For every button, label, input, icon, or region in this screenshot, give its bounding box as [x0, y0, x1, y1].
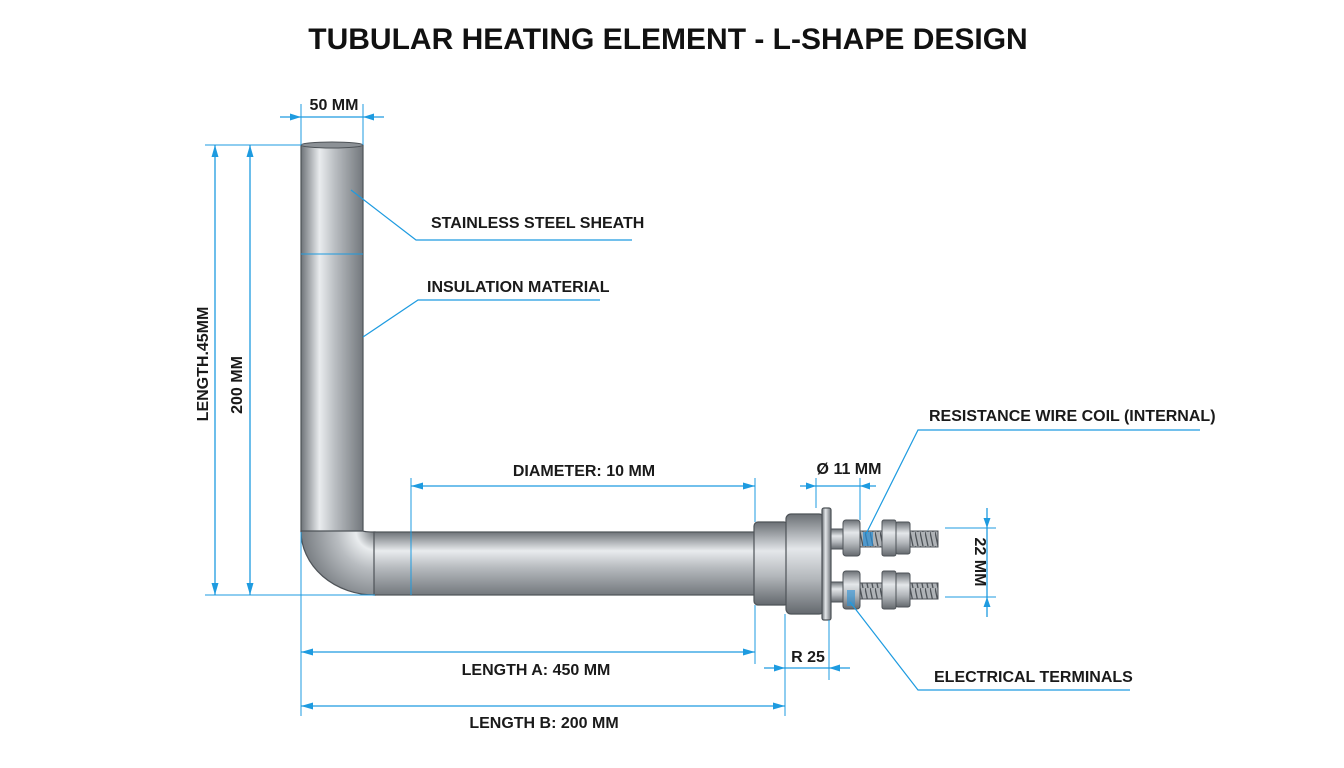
- length-a-label: LENGTH A: 450 MM: [462, 662, 611, 679]
- dimension-terminal-diameter: Ø 11 MM: [800, 461, 881, 520]
- dimension-diameter: DIAMETER: 10 MM: [410, 463, 756, 532]
- diameter-label: DIAMETER: 10 MM: [513, 463, 655, 480]
- callout-terminals: ELECTRICAL TERMINALS: [849, 601, 1133, 691]
- terminal-collar: [753, 521, 789, 606]
- dimension-vertical-length: 200 MM: [229, 145, 254, 595]
- tube-horizontal-section: [373, 531, 761, 596]
- resistance-wire-coil: [863, 532, 873, 546]
- terminal-stud-lower: [830, 570, 939, 610]
- overall-vertical-label: LENGTH.45MM: [195, 307, 212, 422]
- sheath-label: STAINLESS STEEL SHEATH: [431, 215, 644, 232]
- terminals-label: ELECTRICAL TERMINALS: [934, 669, 1133, 686]
- terminal-spacing-label: 22 MM: [971, 538, 988, 587]
- terminal-flange: [821, 507, 832, 621]
- callout-insulation: INSULATION MATERIAL: [362, 279, 610, 338]
- tube-vertical-section: [300, 144, 364, 533]
- terminal-stud-upper: [830, 519, 939, 557]
- length-b-label: LENGTH B: 200 MM: [469, 715, 618, 732]
- callout-sheath: STAINLESS STEEL SHEATH: [350, 189, 644, 241]
- top-width-label: 50 MM: [310, 97, 359, 114]
- dimension-terminal-spacing: 22 MM: [945, 508, 996, 617]
- dimension-overall-vertical: LENGTH.45MM: [195, 145, 219, 595]
- tube-bend: [300, 530, 376, 596]
- diagram-title: TUBULAR HEATING ELEMENT - L-SHAPE DESIGN: [308, 23, 1027, 56]
- callout-coil: RESISTANCE WIRE COIL (INTERNAL): [865, 408, 1216, 535]
- terminal-body: [785, 513, 825, 615]
- dimension-length-b: LENGTH B: 200 MM: [301, 702, 785, 732]
- dimension-radius: R 25: [764, 649, 850, 672]
- radius-label: R 25: [791, 649, 825, 666]
- terminal-head: [753, 507, 939, 621]
- terminal-diameter-label: Ø 11 MM: [817, 461, 882, 478]
- dimension-top-width: 50 MM: [280, 97, 384, 145]
- dimension-length-a: LENGTH A: 450 MM: [301, 648, 755, 679]
- vertical-length-label: 200 MM: [229, 356, 246, 414]
- tube-top-end: [300, 141, 364, 149]
- coil-label: RESISTANCE WIRE COIL (INTERNAL): [929, 408, 1216, 425]
- tube: [300, 141, 761, 596]
- insulation-label: INSULATION MATERIAL: [427, 279, 610, 296]
